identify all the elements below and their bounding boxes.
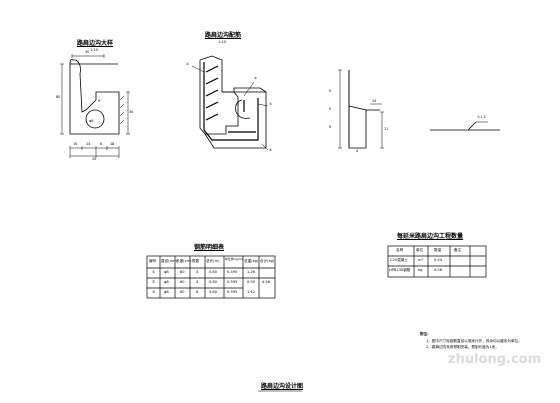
rebar-mark-4: ④ xyxy=(269,148,273,152)
rebar-th-2: 长度(cm) xyxy=(176,259,192,263)
qty-table-title: 每延米路肩边沟工程数量 xyxy=(397,233,464,240)
rebar-r1-c6: 0.95 xyxy=(247,280,256,284)
rebar-r2-c4: 3.60 xyxy=(209,290,218,294)
rebar-r2-c1: φ8 xyxy=(164,290,169,294)
general-hatch xyxy=(119,95,125,125)
dim-slope: 1:1.5 xyxy=(477,115,486,119)
rebar-r1-c2: 60 xyxy=(180,280,185,284)
rebar-mark-3: ③ xyxy=(269,102,273,106)
cover-dimension-lines xyxy=(338,69,384,149)
rebar-mark-1: ① xyxy=(186,62,190,66)
note-item-2: 2、路肩边沟采用预制安装，预制长度为1米。 xyxy=(426,345,499,349)
rebar-r1-c1: φ8 xyxy=(164,280,169,284)
rebar-r0-c3: 4 xyxy=(196,270,199,274)
dim-general-b2: 14 xyxy=(86,142,91,146)
rebar-r0-c5: 0.395 xyxy=(227,270,238,274)
rebar-r2-c6: 1.42 xyxy=(247,290,256,294)
general-view-title: 路肩边沟大样 xyxy=(77,40,114,47)
qty-th-2: 数量 xyxy=(434,248,442,252)
qty-r0-c0: C25混凝土 xyxy=(390,258,408,262)
rebar-view-scale: 1:10 xyxy=(218,40,226,44)
rebar-th-1: 直径(mm) xyxy=(161,259,178,263)
rebar-r0-c2: 80 xyxy=(180,270,185,274)
cover-outline xyxy=(348,70,380,149)
qty-th-3: 备注 xyxy=(454,248,462,252)
notes-heading: 附注： xyxy=(420,332,431,336)
rebar-r1-c4: 0.60 xyxy=(209,280,218,284)
rebar-r0-c4: 0.80 xyxy=(209,270,218,274)
qty-th-1: 单位 xyxy=(416,248,424,252)
qty-r1-c1: kg xyxy=(418,268,423,272)
rebar-th-3: 根数 xyxy=(192,259,200,263)
rebar-r2-c0: ③ xyxy=(152,290,156,294)
slope-lines xyxy=(430,121,500,131)
dim-cover-h1: 14 xyxy=(372,99,377,103)
qty-r0-c2: 0.44 xyxy=(434,258,443,262)
rebar-mark-2: ② xyxy=(254,76,258,80)
rebar-r0-c0: ① xyxy=(152,270,156,274)
dim-cover-h2: 11 xyxy=(384,127,389,131)
rebar-leaders xyxy=(191,65,269,151)
dim-general-b4: 18 xyxy=(110,142,115,146)
rebar-r0-c6: 1.26 xyxy=(247,270,256,274)
rebar-table-title: 钢筋明细表 xyxy=(194,244,225,251)
rebar-r2-c3: 6 xyxy=(196,290,199,294)
rebar-r1-c0: ② xyxy=(152,280,156,284)
qty-r1-c0: HPB235钢筋 xyxy=(389,268,411,272)
qty-r0-c1: m³ xyxy=(418,258,423,262)
rebar-view-title: 路肩边沟配筋 xyxy=(205,32,242,39)
rebar-th-6: 总重(kg) xyxy=(244,259,259,263)
qty-th-0: 名称 xyxy=(396,248,404,252)
dim-cover-l: 4 xyxy=(356,149,359,153)
rebar-th-4: 总长(m) xyxy=(206,259,220,263)
rebar-r0-c1: φ8 xyxy=(164,270,169,274)
qty-table-frame xyxy=(387,245,487,278)
dim-general-b5: 20 xyxy=(92,157,97,161)
note-item-1: 1、图中尺寸除钢筋直径以毫米计外，其余均以厘米为单位。 xyxy=(426,339,522,343)
rebar-r1-c5: 0.395 xyxy=(227,280,238,284)
dim-general-right: 30 xyxy=(129,110,134,114)
dim-general-phi: φ6 xyxy=(89,119,94,123)
general-section-outline xyxy=(69,59,120,135)
drawing-title: 路肩边沟设计图 xyxy=(261,383,304,390)
rebar-r2-c5: 0.395 xyxy=(227,290,238,294)
rebar-r2-c2: 60 xyxy=(180,290,185,294)
rebar-th-7: 合计(kg) xyxy=(260,259,275,263)
rebar-th-5: 单位重(kg/m) xyxy=(225,257,243,261)
dim-general-b3: 6 xyxy=(100,142,103,146)
rebar-table-frame xyxy=(146,255,276,299)
dim-general-radius: R xyxy=(98,99,101,103)
dim-cover-s3: 9 xyxy=(329,125,332,129)
dim-general-left: 80 xyxy=(56,95,61,99)
rebar-r1-c7: 4.56 xyxy=(262,280,271,284)
watermark: zhulong.com xyxy=(448,352,542,367)
general-view-scale: 1:10 xyxy=(90,48,98,52)
rebar-r1-c3: 4 xyxy=(196,280,199,284)
qty-r1-c2: 4.56 xyxy=(434,268,443,272)
rebar-bars xyxy=(203,62,259,141)
dim-general-b1: 10 xyxy=(73,142,78,146)
dim-cover-s2: 9 xyxy=(329,107,332,111)
rebar-th-0: 编号 xyxy=(149,259,157,263)
general-dimension-lines xyxy=(60,54,130,158)
dim-general-top: 30 xyxy=(85,50,90,54)
dim-cover-s1: 9 xyxy=(329,89,332,93)
